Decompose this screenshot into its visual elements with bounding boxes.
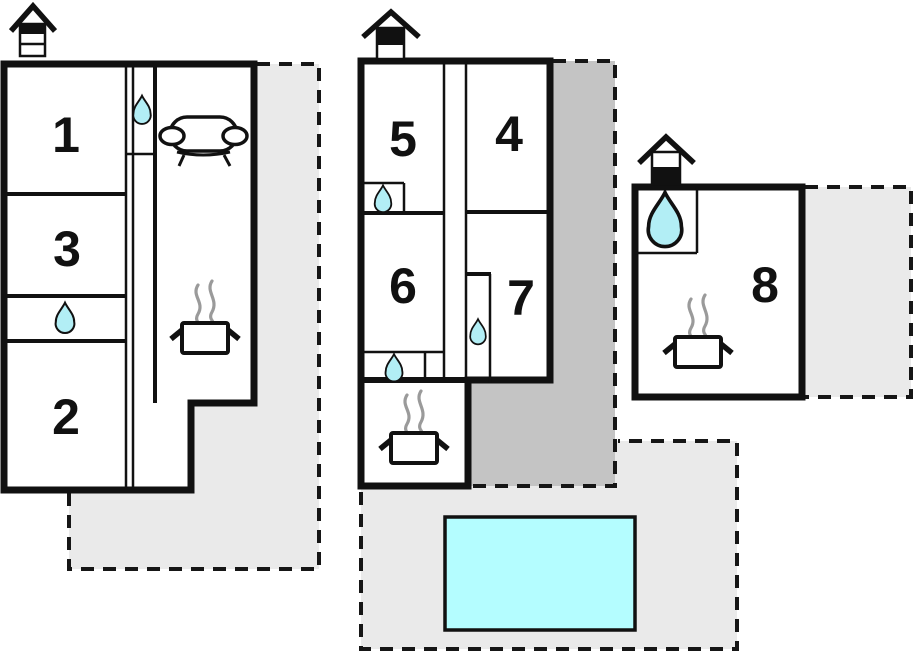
sofa-armrest (158, 125, 186, 147)
water-icon (54, 300, 76, 335)
house-icon (361, 8, 421, 61)
swimming-pool (443, 515, 637, 632)
terrace-right-border (805, 185, 913, 399)
terrace-middle-dark (468, 61, 615, 486)
pot (673, 335, 723, 369)
pot (180, 321, 230, 355)
water-icon (132, 93, 152, 125)
sofa-legs (177, 154, 232, 167)
room-label-2: 2 (52, 389, 80, 445)
water-icon (646, 188, 684, 249)
terrace-right (802, 187, 911, 397)
house-band (376, 27, 405, 45)
house-band (19, 23, 46, 34)
house-icon (8, 1, 58, 58)
room-label-6: 6 (389, 258, 417, 314)
house-roof (637, 133, 696, 166)
building-c: 8 (631, 183, 806, 401)
water-icon (384, 351, 404, 383)
room-label-1: 1 (52, 107, 80, 163)
terrace-pool-border (359, 439, 739, 651)
house-band (651, 167, 681, 185)
house-roof (361, 8, 421, 40)
terrace-left-border (67, 62, 321, 571)
sofa-seat (176, 150, 231, 157)
room-label-8: 8 (751, 257, 779, 313)
house-roof (8, 1, 58, 33)
room-label-7: 7 (507, 270, 535, 326)
water-icon (469, 317, 487, 346)
stove-icon (169, 279, 241, 355)
sofa-armrest (221, 125, 249, 147)
sofa-icon (158, 115, 249, 167)
building-b: 5 4 6 7 (357, 57, 554, 490)
room-label-3: 3 (53, 221, 81, 277)
terrace-middle-area (468, 61, 615, 486)
terrace-middle-border (471, 59, 617, 488)
water-icon (373, 183, 393, 213)
stove-icon (378, 389, 450, 465)
room-label-5: 5 (389, 111, 417, 167)
house-icon (637, 133, 696, 186)
pot (389, 431, 439, 465)
stove-icon (662, 293, 734, 369)
terrace-right-area (802, 187, 911, 397)
building-a-outline (0, 60, 258, 494)
building-a: 1 3 2 (0, 60, 258, 494)
room-label-4: 4 (495, 106, 523, 162)
